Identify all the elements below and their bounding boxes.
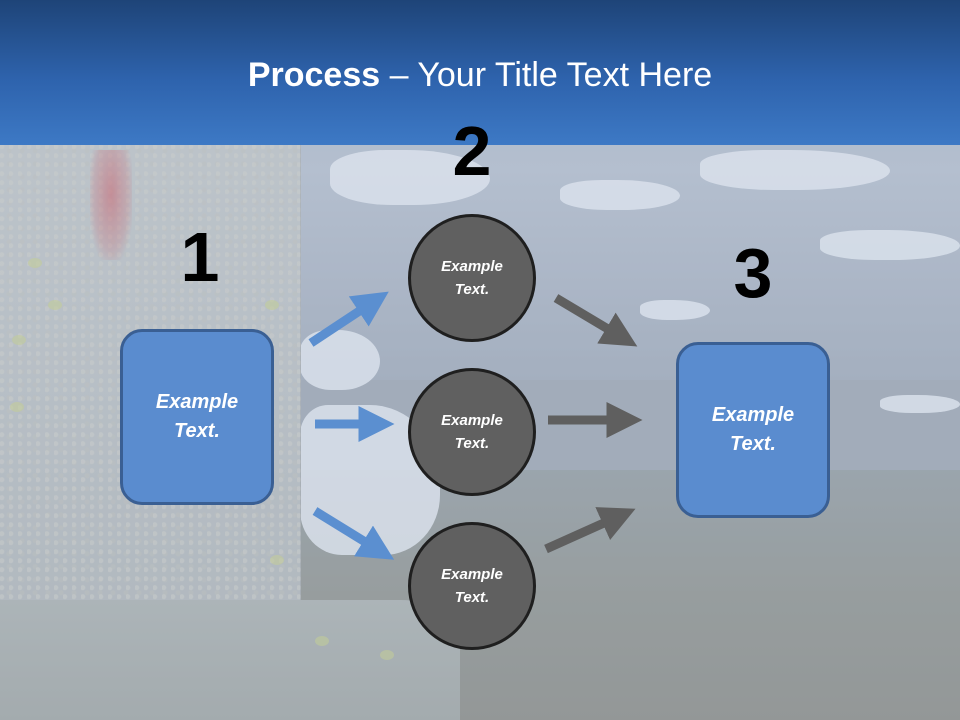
step-2-circle-middle: Example Text. — [408, 368, 536, 496]
title-rest: – Your Title Text Here — [380, 56, 713, 94]
step-number-3: 3 — [733, 234, 773, 312]
arrow-top-to-right — [553, 294, 638, 347]
step-number-2: 2 — [452, 112, 492, 190]
step-3-box: Example Text. — [676, 342, 830, 518]
arrow-bottom-to-right — [544, 507, 636, 554]
circle-top-text: Example Text. — [441, 258, 503, 298]
step-1-text: Example Text. — [155, 391, 239, 442]
circle-bottom-text: Example Text. — [441, 566, 503, 606]
step-number-1: 1 — [180, 218, 220, 296]
title-bar: Process – Your Title Text Here — [0, 0, 960, 145]
arrow-left-to-top — [308, 291, 389, 347]
step-2-circle-top: Example Text. — [408, 214, 536, 342]
circle-middle-text: Example Text. — [441, 412, 503, 452]
step-3-text: Example Text. — [711, 404, 795, 455]
title-bold: Process — [247, 56, 381, 94]
step-2-circle-bottom: Example Text. — [408, 522, 536, 650]
slide-title: Process – Your Title Text Here — [0, 52, 960, 98]
step-1-box: Example Text. — [120, 329, 274, 505]
arrow-left-to-bottom — [312, 507, 395, 560]
